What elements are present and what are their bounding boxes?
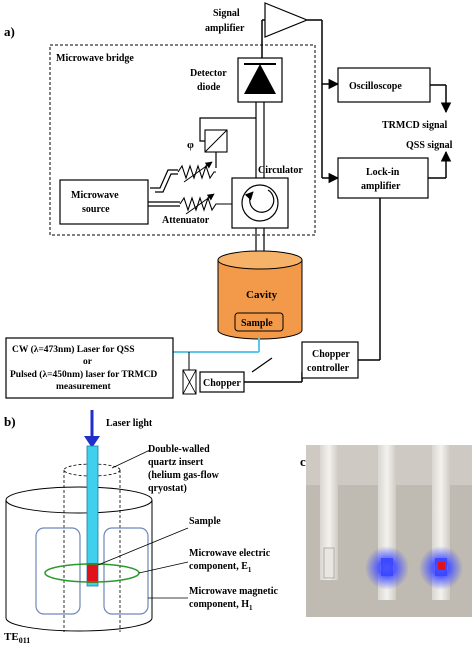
microwave-source-box <box>59 179 149 225</box>
signal-amplifier-triangle <box>264 2 309 38</box>
microwave-source-label-1: Microwave <box>71 190 119 201</box>
panel-b-label: b) <box>4 414 16 429</box>
laser-line-1: CW (λ=473nm) Laser for QSS <box>12 344 135 355</box>
insert-label-1: Double-walled <box>148 444 210 455</box>
phase-ref-line <box>199 117 210 142</box>
microwave-source-label-2: source <box>82 204 110 215</box>
lockin-label-2: amplifier <box>361 181 401 192</box>
te011-cavity-outline <box>5 500 153 632</box>
reference-arm-bend-2 <box>155 173 178 193</box>
reference-attenuator-zigzag <box>177 164 216 180</box>
photo-tube-2-sample <box>381 558 393 576</box>
chopper-controller-label-2: controller <box>307 363 350 374</box>
photo-tube-1-sample <box>323 547 335 579</box>
sample-label: Sample <box>241 318 273 329</box>
reference-arm-bend <box>150 169 178 189</box>
panel-b-sample-label: Sample <box>189 516 221 527</box>
signal-amplifier-label-2: amplifier <box>205 23 245 34</box>
te011-label: TE011 <box>4 631 30 645</box>
chopper-wheel-diag-2 <box>182 369 197 395</box>
electric-label-2: component, E1 <box>189 561 252 574</box>
attenuator-label: Attenuator <box>162 215 210 226</box>
detector-label-1: Detector <box>190 68 227 79</box>
magnetic-label-1: Microwave magnetic <box>189 586 279 597</box>
insert-label-3: (helium gas-flow <box>148 470 220 481</box>
sample-tube <box>86 445 99 587</box>
laser-light-label: Laser light <box>106 418 153 429</box>
insert-pointer <box>111 449 151 469</box>
qss-signal-label: QSS signal <box>406 140 453 151</box>
circulator-circle <box>241 184 279 222</box>
panel-c-label: c) <box>300 454 310 469</box>
laser-light-arrowhead <box>84 436 100 448</box>
circulator-arrow <box>244 189 275 213</box>
cavity-label: Cavity <box>246 289 278 301</box>
te011-cavity-top <box>5 486 153 514</box>
signal-amplifier-label-1: Signal <box>213 8 240 19</box>
cavity-body <box>217 259 303 340</box>
trmcd-signal-label: TRMCD signal <box>382 120 448 131</box>
quartz-insert-top <box>63 463 121 477</box>
phi-label: φ <box>187 139 194 151</box>
phase-shifter-diagonal <box>204 129 228 153</box>
chopper-label: Chopper <box>203 378 241 389</box>
panel-a-label: a) <box>4 24 15 39</box>
laser-line-2: or <box>83 357 93 367</box>
lockin-label-1: Lock-in <box>366 167 400 178</box>
insert-label-4: qryostat) <box>148 483 187 494</box>
circulator-box <box>231 177 289 229</box>
cavity-top <box>217 250 303 270</box>
magnetic-loop-right <box>103 527 149 615</box>
microwave-bridge-box <box>49 44 316 236</box>
main-attenuator-arrow <box>185 193 215 215</box>
sample-red <box>87 563 98 583</box>
magnetic-loop-left <box>35 527 81 615</box>
photo-tube-3-red <box>438 562 445 570</box>
sample-pointer <box>97 527 189 566</box>
quartz-insert <box>63 470 121 632</box>
chopper-controller-box <box>301 341 359 379</box>
chopper-controller-label-1: Chopper <box>312 349 350 360</box>
main-attenuator-zigzag <box>179 196 232 212</box>
microwave-bridge-label: Microwave bridge <box>56 53 134 64</box>
sample-box <box>234 312 284 332</box>
oscilloscope-label: Oscilloscope <box>349 81 402 92</box>
electric-label-1: Microwave electric <box>189 548 271 559</box>
insert-label-2: quartz insert <box>148 457 204 468</box>
diode-symbol <box>244 64 276 94</box>
reference-attenuator-arrow <box>183 161 213 183</box>
laser-box <box>5 337 174 399</box>
circulator-label: Circulator <box>258 165 303 176</box>
lockin-box <box>337 157 429 199</box>
laser-line-4: measurement <box>56 382 112 392</box>
chopper-sync-tick <box>251 357 273 373</box>
electric-pointer <box>138 561 189 574</box>
laser-line-3: Pulsed (λ=450nm) laser for TRMCD <box>10 369 157 380</box>
photo-tube-1 <box>320 445 338 580</box>
magnetic-label-2: component, H1 <box>189 599 253 612</box>
detector-label-2: diode <box>197 82 221 93</box>
